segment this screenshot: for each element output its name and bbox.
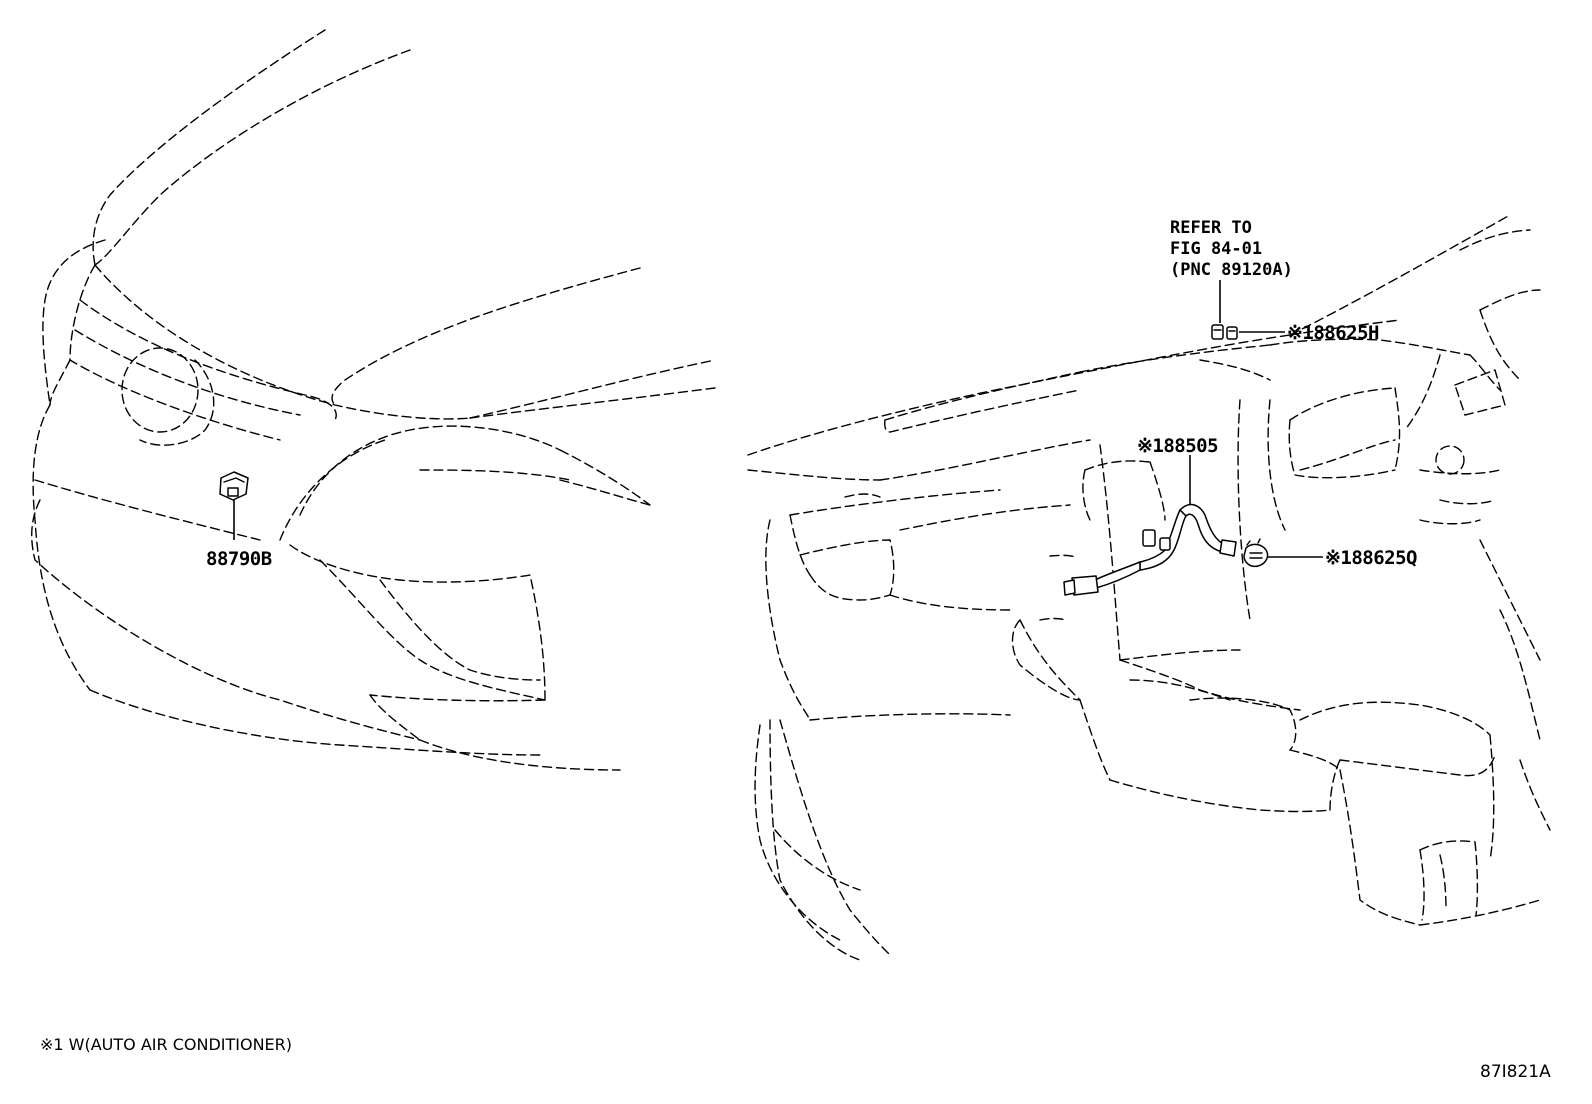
wire-harness-88505[interactable] [1063,503,1237,596]
aspirator-sensor-88625Q[interactable] [1243,538,1269,568]
reference-line-1: REFER TO [1170,218,1252,238]
part-label-88790B[interactable]: 88790B [206,548,272,570]
part-label-88625H[interactable]: ※188625H [1287,322,1380,344]
reference-line-3: (PNC 89120A) [1170,260,1293,280]
ambient-sensor-88790B[interactable] [219,471,249,501]
reference-line-2: FIG 84-01 [1170,239,1262,259]
front-bumper-illustration [31,29,716,771]
dashboard-illustration [747,214,1551,961]
solar-sensor-88625H[interactable] [1211,324,1238,340]
part-label-88625Q[interactable]: ※188625Q [1325,547,1418,569]
part-label-88505[interactable]: ※188505 [1137,435,1219,457]
footnote: ※1 W(AUTO AIR CONDITIONER) [40,1035,292,1054]
figure-code: 87I821A [1480,1062,1551,1082]
